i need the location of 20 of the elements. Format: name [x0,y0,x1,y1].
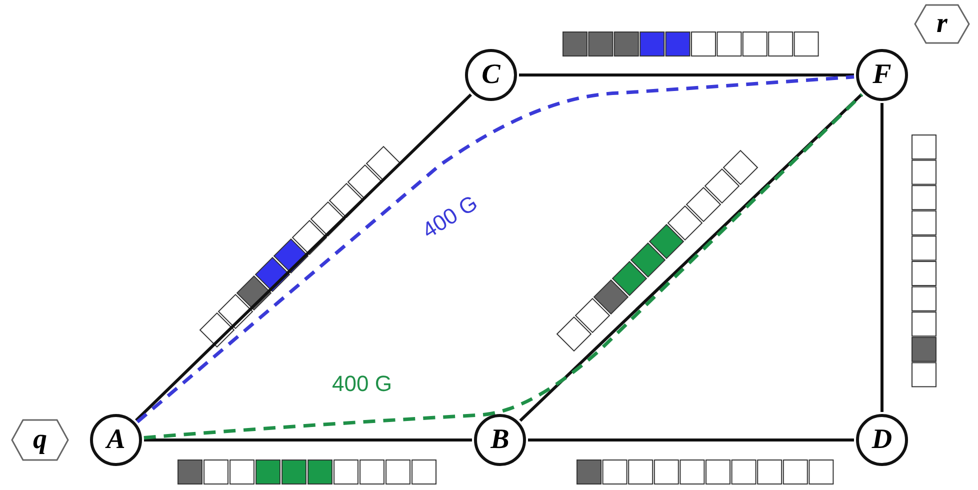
node-circle [856,49,908,101]
node-label: q [33,424,47,456]
link-line [519,93,863,422]
hexagon-node [11,419,69,461]
link-line [880,103,884,412]
node-label: C [482,59,500,91]
node-label: r [936,8,948,40]
link-line [519,74,854,76]
node-circle [90,414,142,466]
link-line [144,438,472,442]
link-line [135,93,472,422]
node-circle [465,49,517,101]
node-label: D [872,424,892,456]
node-label: F [872,59,892,91]
link-line [528,438,854,442]
hexagon-node [914,4,970,44]
node-label: B [490,424,510,456]
node-circle [856,414,908,466]
node-circle [474,414,526,466]
node-label: A [106,424,126,456]
